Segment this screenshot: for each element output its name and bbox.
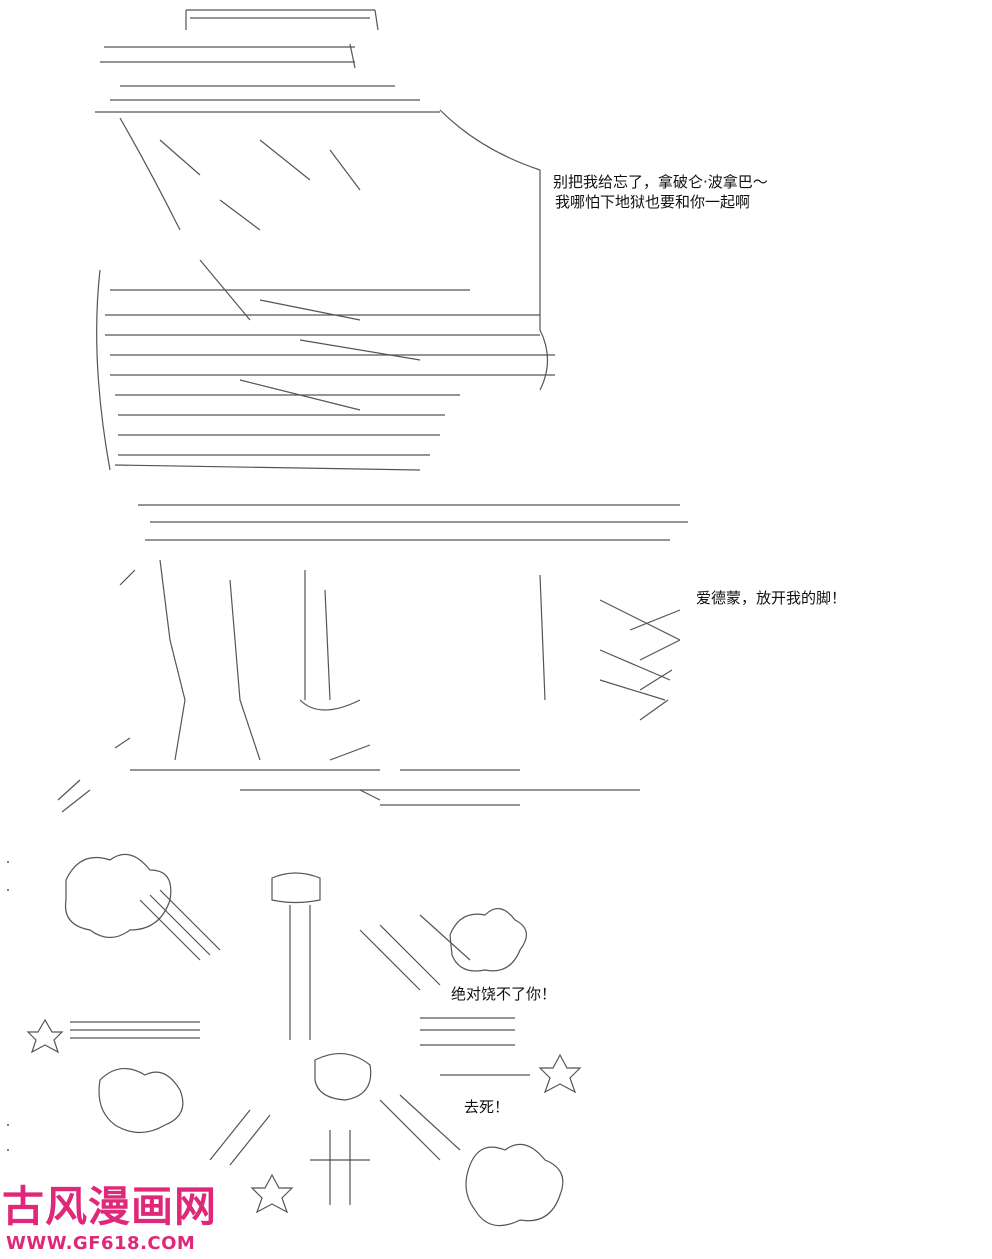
hat-top xyxy=(100,9,375,63)
figure-left-legs xyxy=(57,569,136,813)
star-bottom xyxy=(250,1173,294,1214)
coat-left xyxy=(96,269,111,471)
panel-3-caption-line-2: 去死！ xyxy=(464,1098,510,1116)
bottom-stem xyxy=(310,1130,370,1205)
coat-lines xyxy=(105,289,555,456)
watermark-logo: 古风漫画网 xyxy=(2,1182,218,1231)
hat-side xyxy=(185,9,379,69)
site-watermark: 古风漫画网 WWW.GF618.COM xyxy=(2,1182,232,1259)
panel-2-caption-line-1: 爱德蒙，放开我的脚！ xyxy=(696,589,847,607)
watermark-url: WWW.GF618.COM xyxy=(6,1233,196,1254)
face-features xyxy=(159,139,361,231)
foot-stomp xyxy=(329,744,381,801)
face-outline xyxy=(119,109,541,231)
panel-2-figures xyxy=(57,504,688,813)
star-right xyxy=(538,1053,582,1094)
panel-1-figure xyxy=(95,9,555,471)
beam-right xyxy=(420,1017,530,1076)
panel-3-explosion xyxy=(26,853,582,1227)
cloud-top-right xyxy=(449,908,527,972)
margin-ticks xyxy=(7,861,9,1151)
panel-1-caption-line-2: 我哪怕下地狱也要和你一起啊 xyxy=(555,193,751,211)
figure-left-body xyxy=(159,559,261,761)
speed-lines-right xyxy=(359,914,471,991)
panel-3-caption-line-1: 绝对饶不了你！ xyxy=(451,985,557,1003)
speed-lines-left xyxy=(139,889,221,961)
center-ball xyxy=(314,1053,372,1101)
hat-brim xyxy=(95,85,440,113)
cloud-top-left xyxy=(64,853,172,939)
center-figure xyxy=(299,570,361,711)
top-line xyxy=(138,504,688,541)
speed-lines-bottom xyxy=(209,1094,461,1166)
cloud-bottom-right xyxy=(465,1143,564,1227)
cloud-bottom-left xyxy=(98,1068,184,1134)
coat-right xyxy=(539,170,549,391)
center-stem xyxy=(289,905,311,1040)
coat-detail xyxy=(199,259,421,411)
star-left xyxy=(26,1018,64,1054)
coat-bottom xyxy=(114,464,421,471)
center-tube xyxy=(271,872,321,904)
beam-left xyxy=(70,1021,200,1039)
ground-lines xyxy=(130,769,640,806)
right-figure xyxy=(539,574,681,701)
panel-1-caption-line-1: 别把我给忘了，拿破仑·波拿巴～ xyxy=(553,173,768,191)
right-hatching xyxy=(629,609,681,721)
